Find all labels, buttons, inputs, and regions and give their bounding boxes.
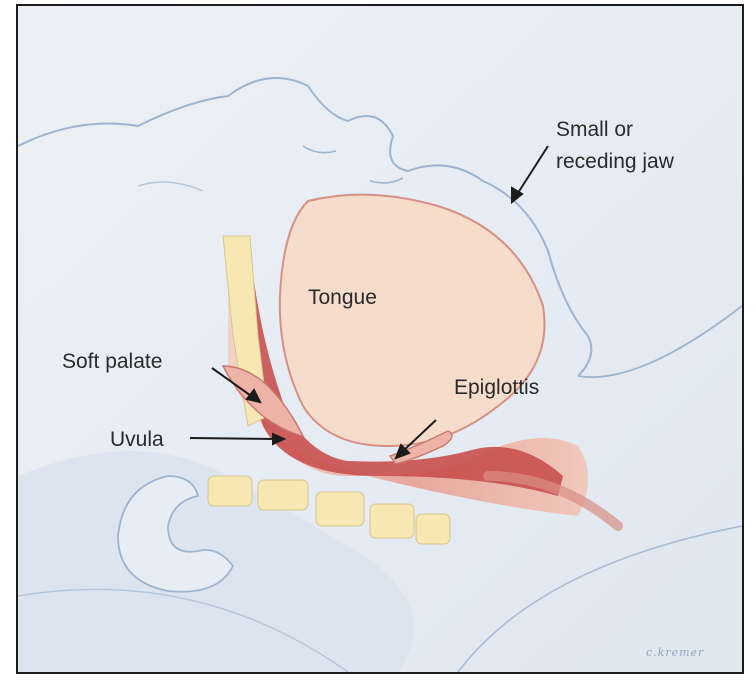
label-epiglottis: Epiglottis <box>454 376 539 400</box>
illustration-frame: Small or receding jaw Tongue Soft palate… <box>16 4 744 674</box>
vertebra <box>370 504 414 538</box>
airway-illustration <box>18 6 742 672</box>
uvula-arrow <box>190 438 276 439</box>
vertebra <box>316 492 364 526</box>
label-small-or: Small or <box>556 118 633 142</box>
label-tongue: Tongue <box>308 286 377 310</box>
label-receding-jaw: receding jaw <box>556 150 674 174</box>
vertebra <box>416 514 450 544</box>
label-soft-palate: Soft palate <box>62 350 162 374</box>
label-uvula: Uvula <box>110 428 164 452</box>
artist-signature: c.kremer <box>646 646 704 659</box>
vertebra <box>208 476 252 506</box>
vertebra <box>258 480 308 510</box>
